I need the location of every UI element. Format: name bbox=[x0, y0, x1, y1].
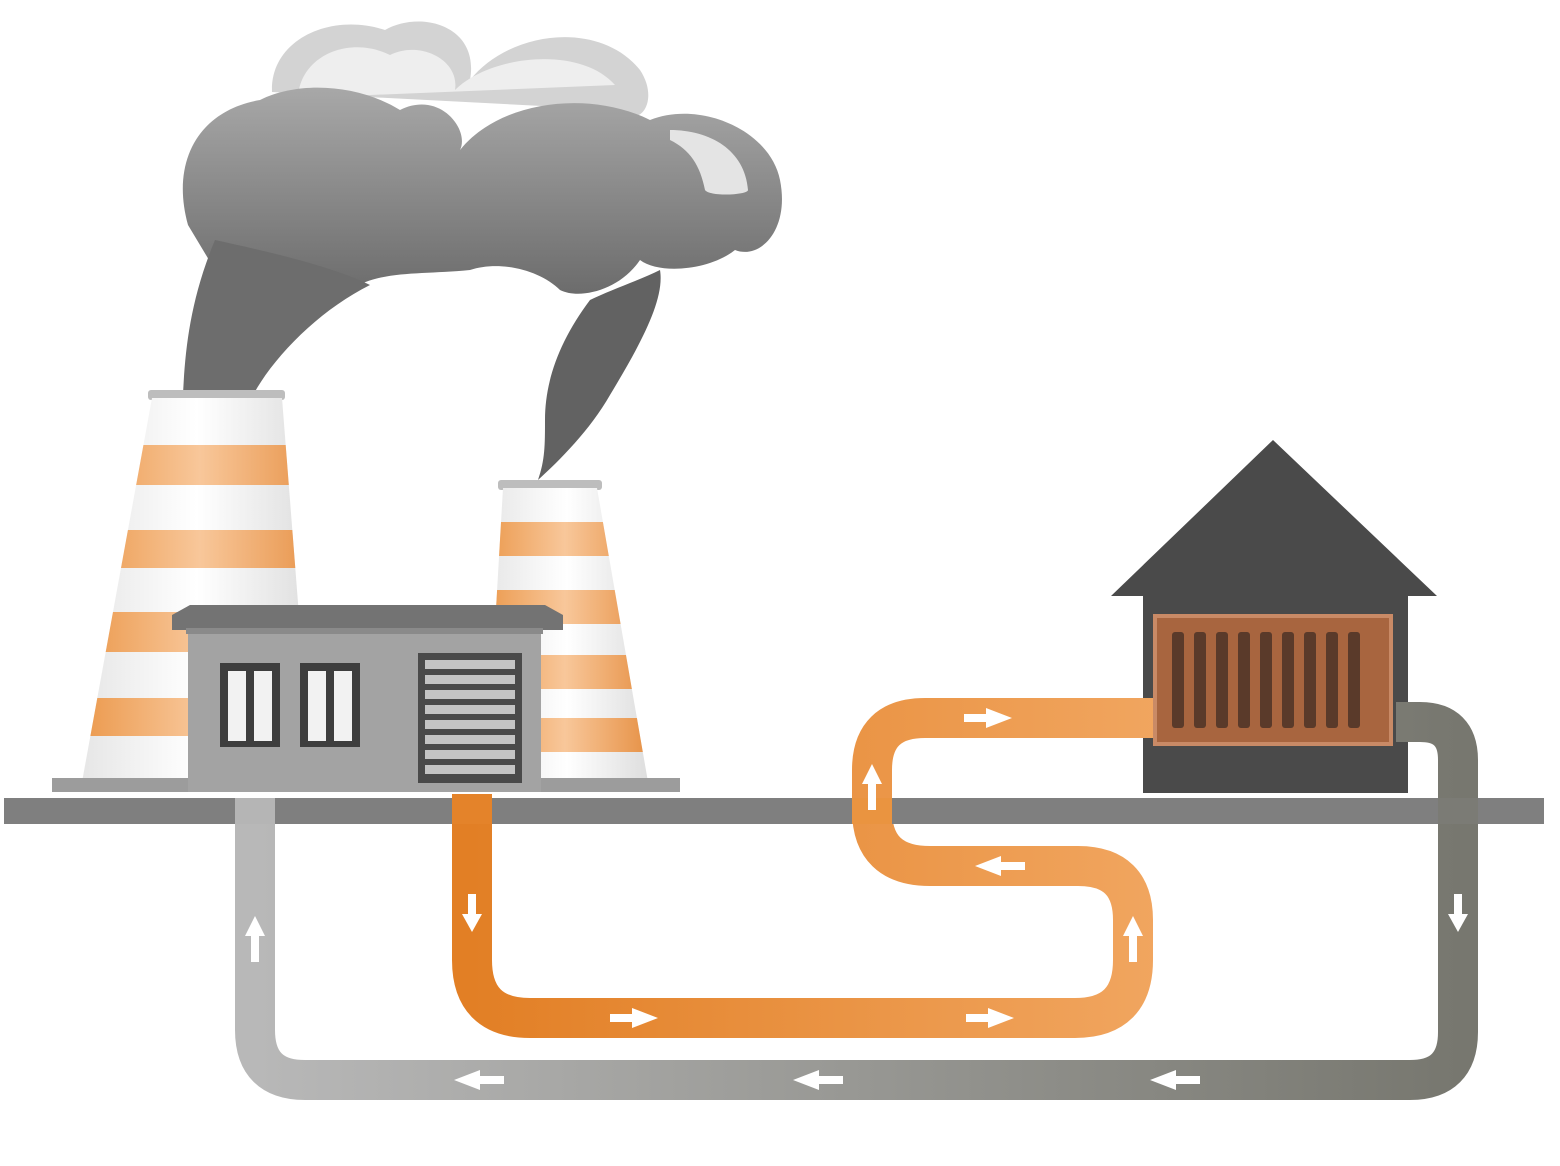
arrow-left-icon bbox=[1150, 1070, 1200, 1090]
arrow-left-icon bbox=[454, 1070, 504, 1090]
return-line-pipe bbox=[235, 702, 1478, 1100]
factory-window-2 bbox=[300, 663, 360, 747]
return-line-ground-crossing-2 bbox=[1438, 798, 1478, 824]
supply-line-ground-crossing bbox=[452, 794, 492, 824]
factory-window-1 bbox=[220, 663, 280, 747]
arrow-up-icon bbox=[862, 764, 882, 810]
smoke-cloud-icon bbox=[182, 21, 782, 480]
supply-line-arrows bbox=[462, 708, 1143, 1028]
factory-icon bbox=[172, 605, 563, 792]
arrow-up-icon bbox=[245, 916, 265, 962]
arrow-left-icon bbox=[975, 856, 1025, 876]
factory-vent-grille bbox=[418, 653, 522, 783]
return-line-arrows bbox=[245, 894, 1468, 1090]
arrow-down-icon bbox=[1448, 894, 1468, 932]
arrow-right-icon bbox=[610, 1008, 658, 1028]
arrow-right-icon bbox=[964, 708, 1012, 728]
arrow-right-icon bbox=[966, 1008, 1014, 1028]
arrow-up-icon bbox=[1123, 916, 1143, 962]
arrow-down-icon bbox=[462, 894, 482, 932]
radiator-icon bbox=[1153, 614, 1393, 746]
arrow-left-icon bbox=[793, 1070, 843, 1090]
return-line-ground-crossing bbox=[235, 798, 275, 824]
